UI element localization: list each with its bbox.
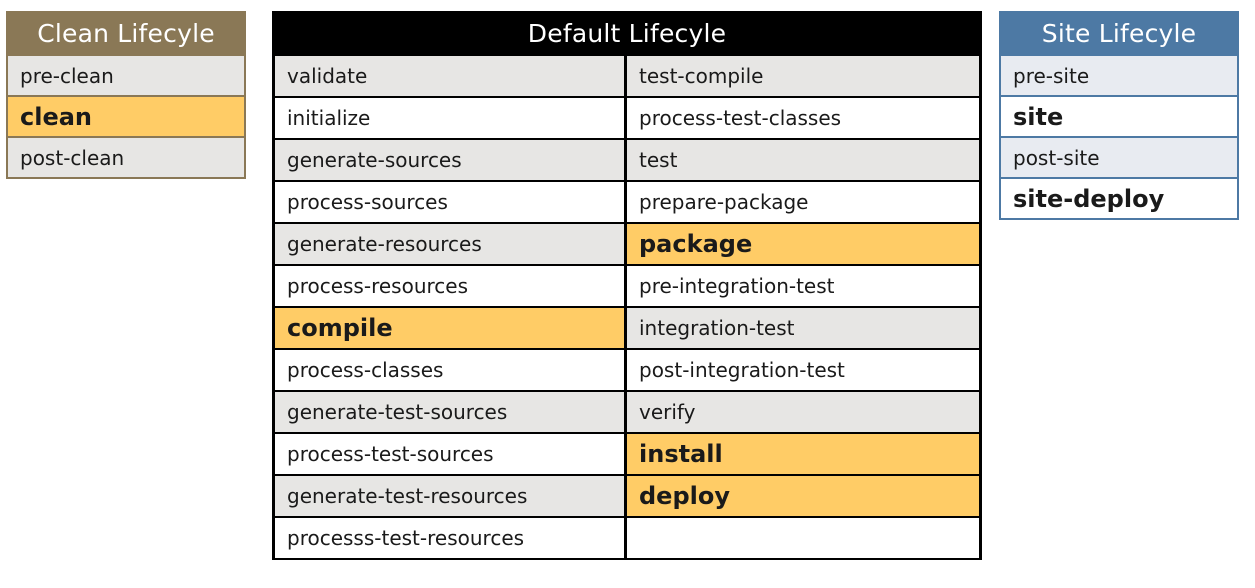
site-phase-site[interactable]: site <box>1013 102 1064 131</box>
default-phase-integration-test[interactable]: integration-test <box>627 308 979 348</box>
default-phase-pre-integration-test[interactable]: pre-integration-test <box>627 266 979 306</box>
default-phase-empty <box>627 518 979 558</box>
default-phase-post-integration-test[interactable]: post-integration-test <box>627 350 979 390</box>
default-phase-generate-test-resources[interactable]: generate-test-resources <box>275 476 627 516</box>
default-phase-compile[interactable]: compile <box>275 308 627 348</box>
table-row[interactable]: site-deploy <box>999 179 1239 220</box>
default-phase-processs-test-resources[interactable]: processs-test-resources <box>275 518 627 558</box>
clean-lifecycle-panel: Clean Lifecyle pre-clean clean post-clean <box>6 11 246 179</box>
clean-phase-post-clean[interactable]: post-clean <box>20 145 125 170</box>
default-phase-generate-resources[interactable]: generate-resources <box>275 224 627 264</box>
site-phase-post-site[interactable]: post-site <box>1013 145 1100 170</box>
default-phase-prepare-package[interactable]: prepare-package <box>627 182 979 222</box>
default-phase-process-classes[interactable]: process-classes <box>275 350 627 390</box>
default-phase-test-compile[interactable]: test-compile <box>627 56 979 96</box>
table-row[interactable]: site <box>999 97 1239 138</box>
default-phase-validate[interactable]: validate <box>275 56 627 96</box>
site-lifecycle-panel: Site Lifecyle pre-site site post-site site-… <box>999 11 1239 220</box>
default-phase-package[interactable]: package <box>627 224 979 264</box>
site-phase-site-deploy[interactable]: site-deploy <box>1013 184 1165 213</box>
table-row[interactable]: pre-site <box>999 56 1239 97</box>
site-lifecycle-title: Site Lifecyle <box>999 11 1239 56</box>
clean-lifecycle-rows: pre-clean clean post-clean <box>6 56 246 179</box>
default-phase-generate-test-sources[interactable]: generate-test-sources <box>275 392 627 432</box>
default-phase-initialize[interactable]: initialize <box>275 98 627 138</box>
site-phase-pre-site[interactable]: pre-site <box>1013 63 1090 88</box>
clean-lifecycle-title: Clean Lifecyle <box>6 11 246 56</box>
default-lifecycle-title: Default Lifecyle <box>272 11 982 56</box>
default-phase-install[interactable]: install <box>627 434 979 474</box>
table-row[interactable]: clean <box>6 97 246 138</box>
default-phase-test[interactable]: test <box>627 140 979 180</box>
table-row[interactable]: pre-clean <box>6 56 246 97</box>
table-row[interactable]: post-clean <box>6 138 246 179</box>
default-phase-process-resources[interactable]: process-resources <box>275 266 627 306</box>
clean-phase-clean[interactable]: clean <box>20 102 93 131</box>
table-row: processs-test-resources <box>272 518 982 560</box>
default-phase-generate-sources[interactable]: generate-sources <box>275 140 627 180</box>
default-phase-process-test-sources[interactable]: process-test-sources <box>275 434 627 474</box>
default-phase-verify[interactable]: verify <box>627 392 979 432</box>
clean-phase-pre-clean[interactable]: pre-clean <box>20 63 114 88</box>
site-lifecycle-rows: pre-site site post-site site-deploy <box>999 56 1239 220</box>
default-phase-process-test-classes[interactable]: process-test-classes <box>627 98 979 138</box>
default-phase-deploy[interactable]: deploy <box>627 476 979 516</box>
default-phase-process-sources[interactable]: process-sources <box>275 182 627 222</box>
table-row[interactable]: post-site <box>999 138 1239 179</box>
